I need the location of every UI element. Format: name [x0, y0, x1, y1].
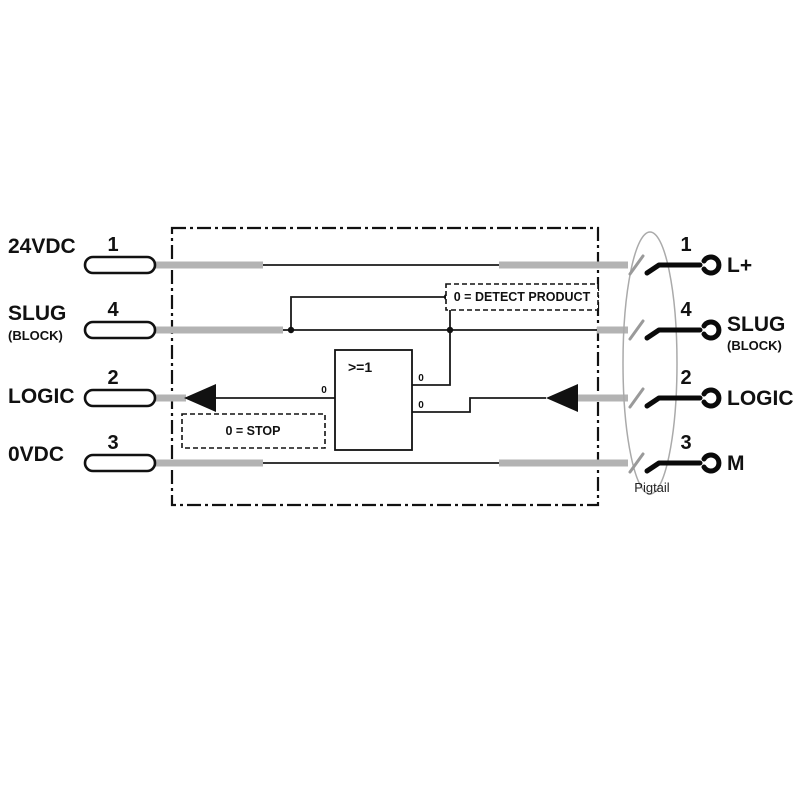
left-terminal-0vdc	[83, 453, 157, 473]
right-pin-number-slug: 4	[680, 299, 692, 321]
right-pin-number-l-plus: 1	[680, 234, 691, 256]
left-label-slug: SLUG	[8, 302, 66, 325]
trace-gate-input-slug	[412, 310, 451, 386]
right-pin-number-m: 3	[680, 432, 691, 454]
left-label-24vdc: 24VDC	[8, 235, 76, 258]
left-label-logic: LOGIC	[8, 385, 75, 408]
or-gate-box	[334, 349, 413, 451]
right-connector-m	[644, 452, 722, 474]
pigtail-label: Pigtail	[634, 480, 670, 495]
right-connector-l-plus	[644, 254, 722, 276]
left-terminal-24vdc	[83, 255, 157, 275]
left-pin-number-slug: 4	[107, 299, 119, 321]
stop-annotation-box	[181, 413, 326, 449]
left-pin-number-0vdc: 3	[107, 432, 118, 454]
left-label-0vdc: 0VDC	[8, 443, 64, 466]
right-pin-number-logic: 2	[680, 367, 691, 389]
gate-output-zero-label: 0	[321, 385, 327, 396]
detect-product-annotation-box	[445, 283, 599, 311]
left-terminal-slug	[83, 320, 157, 340]
stop-annotation: 0 = STOP	[225, 424, 280, 438]
gate-input-zero-label: 0	[418, 400, 424, 411]
wire-break-slash	[628, 387, 645, 409]
right-label-l-plus: L+	[727, 254, 752, 277]
left-pin-number-logic: 2	[107, 367, 118, 389]
left-pin-number-24vdc: 1	[107, 234, 118, 256]
trace-gate-input-logic	[412, 397, 546, 413]
right-label-slug: SLUG	[727, 313, 785, 336]
wire-break-slash	[628, 319, 645, 341]
wire-break-slash	[628, 452, 645, 474]
pigtail-boundary-ellipse	[622, 231, 678, 495]
left-sublabel-slug-block: (BLOCK)	[8, 328, 63, 343]
gate-input-zero-label: 0	[418, 373, 424, 384]
junction-dot	[446, 326, 454, 334]
right-sublabel-slug-block: (BLOCK)	[727, 338, 782, 353]
left-terminal-logic	[83, 388, 157, 408]
logic-input-arrow-icon	[546, 384, 578, 412]
junction-dot	[287, 326, 295, 334]
logic-output-arrow-icon	[184, 384, 216, 412]
right-connector-logic	[644, 387, 722, 409]
trace-detect-tap	[290, 296, 447, 330]
wire-break-slash	[628, 254, 645, 276]
right-label-logic: LOGIC	[727, 387, 794, 410]
or-gate-label: >=1	[348, 359, 372, 375]
right-connector-slug	[644, 319, 722, 341]
module-enclosure-box	[170, 226, 600, 507]
detect-product-annotation: 0 = DETECT PRODUCT	[454, 290, 591, 304]
right-label-m: M	[727, 452, 745, 475]
